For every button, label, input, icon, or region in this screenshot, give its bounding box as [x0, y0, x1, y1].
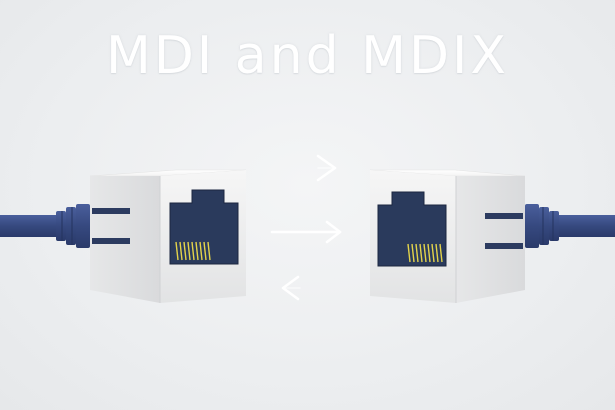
rj45-port-icon [169, 189, 239, 265]
right-cable [525, 204, 615, 248]
bottom-arrow-icon [281, 275, 301, 301]
right-port-pins [407, 243, 443, 263]
page-title: MDI and MDIX [106, 26, 509, 86]
right-connector [369, 169, 615, 303]
right-led-slot-bottom [485, 243, 523, 249]
left-cable [0, 204, 90, 248]
left-port-block [89, 169, 247, 303]
middle-arrow-icon [270, 220, 342, 244]
right-port-block [369, 169, 526, 303]
right-led-slot-top [485, 213, 523, 219]
rj45-port-icon [377, 191, 447, 267]
left-led-slot-bottom [92, 238, 130, 244]
left-connector [0, 169, 247, 303]
left-led-slot-top [92, 208, 130, 214]
top-arrow-icon [316, 154, 337, 182]
left-port-pins [175, 241, 211, 261]
